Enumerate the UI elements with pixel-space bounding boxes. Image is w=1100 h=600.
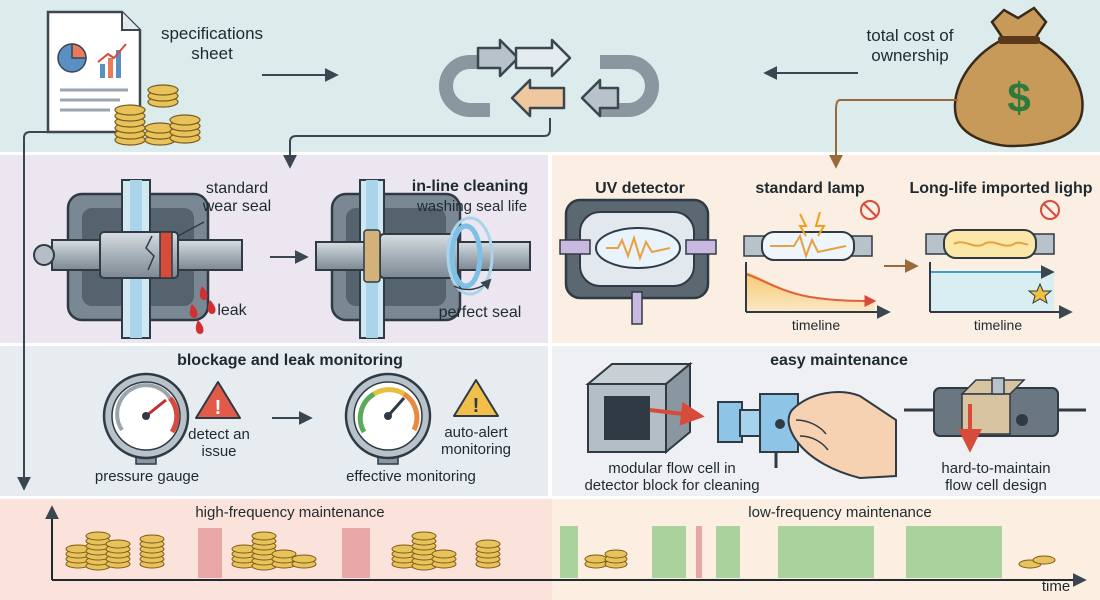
warning-icon: ! <box>453 379 499 417</box>
maintenance-title: easy maintenance <box>770 352 908 369</box>
coin-stack-icon <box>65 531 1056 571</box>
low-frequency-bars <box>560 526 1002 578</box>
auto-alert-label: auto-alert monitoring <box>440 424 512 459</box>
warning-icon: ! <box>195 381 241 419</box>
coin-stack-icon <box>114 84 201 146</box>
detector-block-illustration <box>585 361 705 455</box>
timeline-connector-arrow <box>17 131 50 491</box>
hand-illustration <box>787 391 897 480</box>
standard-lamp-illustration <box>743 200 880 261</box>
star-icon <box>1027 282 1053 305</box>
bag-connector-arrow <box>829 99 958 169</box>
hard-flow-cell-label: hard-to-maintain flow cell design <box>941 460 1051 495</box>
spec-sheet-icon <box>46 10 142 134</box>
pressure-gauge-label: pressure gauge <box>94 468 200 485</box>
standard-lamp-title: standard lamp <box>755 180 865 197</box>
perfect-seal-illustration <box>315 179 531 339</box>
pressure-gauge-icon <box>102 372 190 465</box>
inline-cleaning-subtitle: washing seal life <box>416 198 528 215</box>
effective-gauge-icon <box>344 372 432 465</box>
high-frequency-bars <box>198 528 370 578</box>
tco-label: total cost of ownership <box>866 26 954 65</box>
effective-monitoring-label: effective monitoring <box>346 468 476 485</box>
high-frequency-label: high-frequency maintenance <box>195 504 385 521</box>
time-axis-label: time <box>1041 578 1071 595</box>
hard-flow-cell-illustration <box>904 377 1086 453</box>
perfect-seal-label: perfect seal <box>438 304 522 321</box>
modular-flow-cell-label: modular flow cell in detector block for … <box>584 460 760 495</box>
no-lamp-icon <box>1040 200 1060 220</box>
uv-detector-title: UV detector <box>595 180 685 197</box>
inline-cleaning-title: in-line cleaning <box>411 178 529 195</box>
leak-label: leak <box>217 302 247 319</box>
monitor-title: blockage and leak monitoring <box>177 352 403 369</box>
modular-flow-cell-illustration <box>717 393 799 468</box>
svg-text:!: ! <box>215 397 222 419</box>
standard-seal-illustration <box>33 179 243 339</box>
spec-sheet-label: specifications sheet <box>160 24 264 63</box>
long-life-lamp-title: Long-life imported lighp <box>909 180 1093 197</box>
cycle-connector-arrow <box>283 118 551 169</box>
standard-lamp-decay-chart <box>745 262 891 319</box>
long-life-lamp-chart <box>929 262 1073 319</box>
svg-text:$: $ <box>1007 74 1030 121</box>
timeline-label: timeline <box>791 317 841 333</box>
uv-detector-illustration <box>559 198 717 325</box>
monitor-panel <box>0 346 548 496</box>
long-life-lamp-illustration <box>925 200 1060 259</box>
detect-issue-label: detect an issue <box>188 426 250 461</box>
transition-bar <box>696 526 702 578</box>
timeline-label: timeline <box>973 317 1023 333</box>
cycle-arrows-icon <box>439 38 659 118</box>
svg-text:!: ! <box>473 395 480 417</box>
standard-seal-label: standard wear seal <box>202 180 272 216</box>
low-frequency-label: low-frequency maintenance <box>748 504 932 521</box>
money-bag-icon: $ <box>953 6 1084 148</box>
no-lamp-icon <box>860 200 880 220</box>
